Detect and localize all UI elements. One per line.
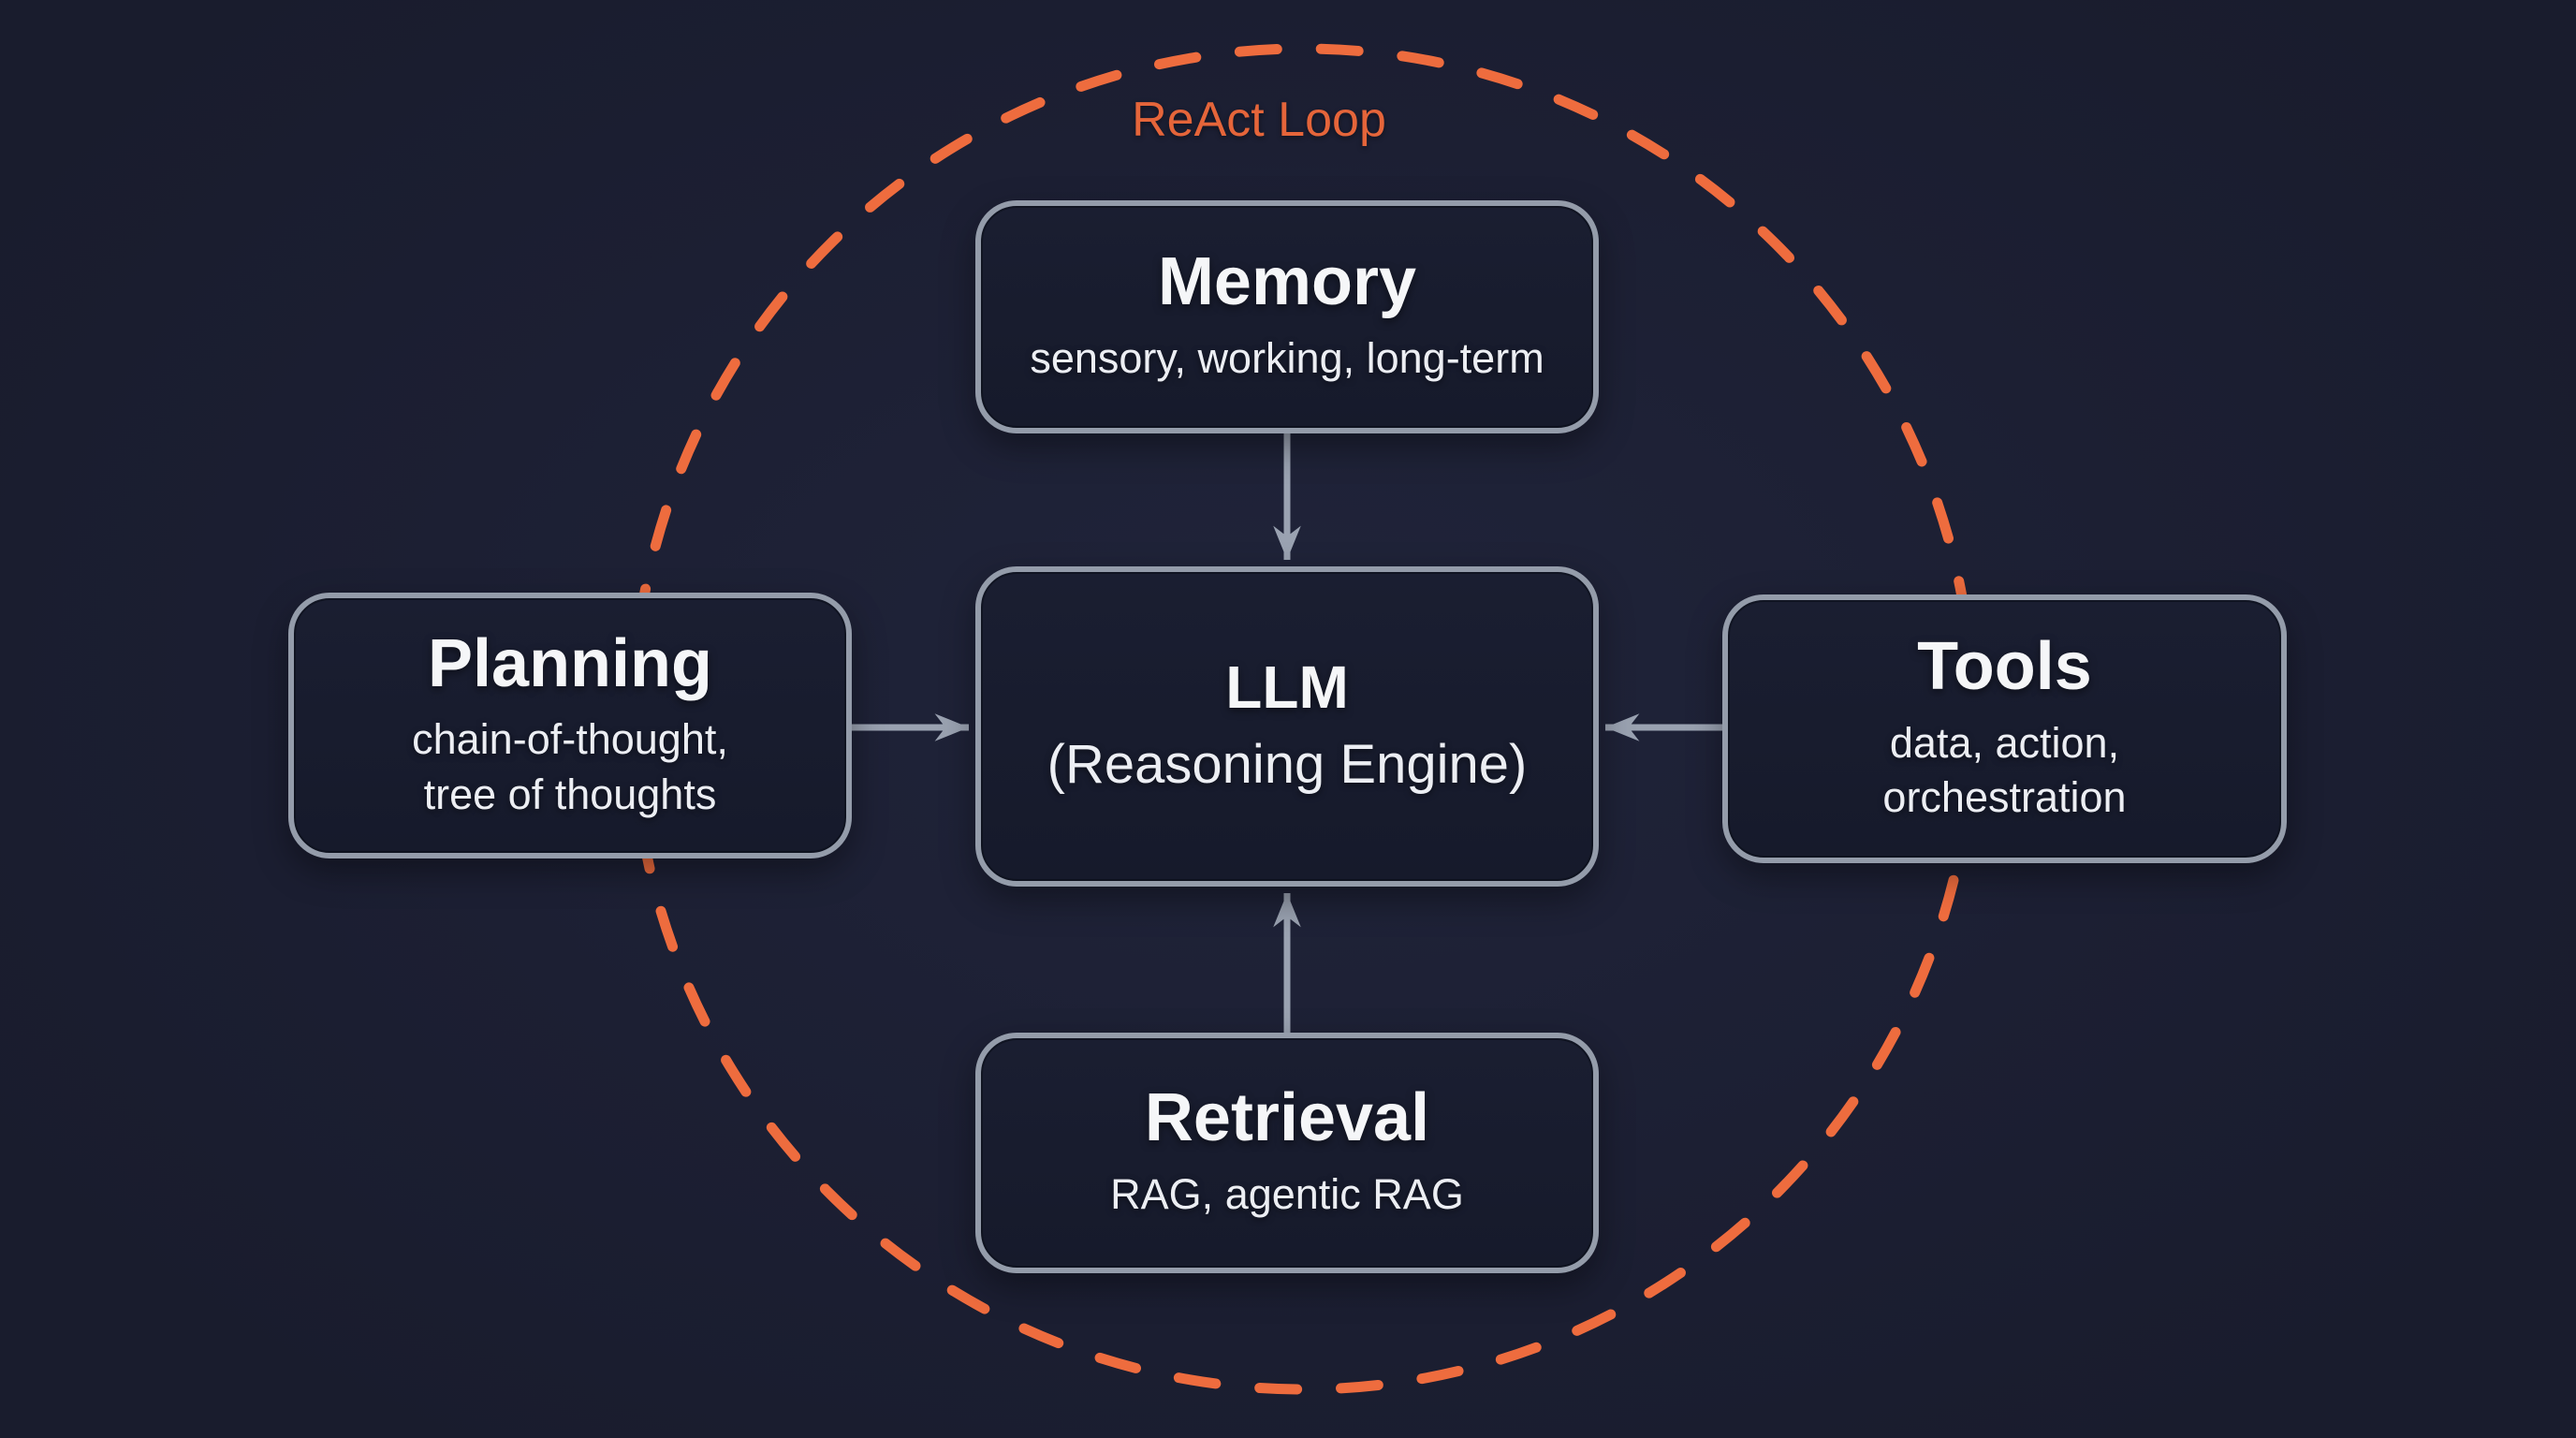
retrieval-node: Retrieval RAG, agentic RAG <box>975 1033 1599 1273</box>
memory-title: Memory <box>1157 244 1417 320</box>
planning-title: Planning <box>428 625 712 701</box>
llm-title: LLM <box>1225 653 1349 721</box>
react-loop-label: ReAct Loop <box>1132 93 1386 147</box>
memory-subtitle-line: sensory, working, long-term <box>1030 334 1544 383</box>
memory-node: Memory sensory, working, long-term <box>975 200 1599 433</box>
llm-subtitle-line: (Reasoning Engine) <box>1046 733 1528 795</box>
llm-subtitle: (Reasoning Engine) <box>1047 732 1528 798</box>
memory-subtitle: sensory, working, long-term <box>1030 331 1544 387</box>
tools-title: Tools <box>1917 629 2092 705</box>
llm-node: LLM (Reasoning Engine) <box>975 566 1599 887</box>
planning-subtitle-line: tree of thoughts <box>423 770 717 818</box>
planning-subtitle-line: chain-of-thought, <box>412 715 728 764</box>
retrieval-subtitle: RAG, agentic RAG <box>1110 1167 1464 1223</box>
planning-subtitle: chain-of-thought, tree of thoughts <box>412 712 728 822</box>
tools-subtitle: data, action, orchestration <box>1882 716 2126 826</box>
tools-node: Tools data, action, orchestration <box>1722 594 2287 863</box>
retrieval-subtitle-line: RAG, agentic RAG <box>1110 1170 1464 1219</box>
planning-node: Planning chain-of-thought, tree of thoug… <box>288 593 852 858</box>
retrieval-title: Retrieval <box>1144 1080 1430 1156</box>
tools-subtitle-line: data, action, <box>1889 718 2120 767</box>
tools-subtitle-line: orchestration <box>1882 773 2127 822</box>
